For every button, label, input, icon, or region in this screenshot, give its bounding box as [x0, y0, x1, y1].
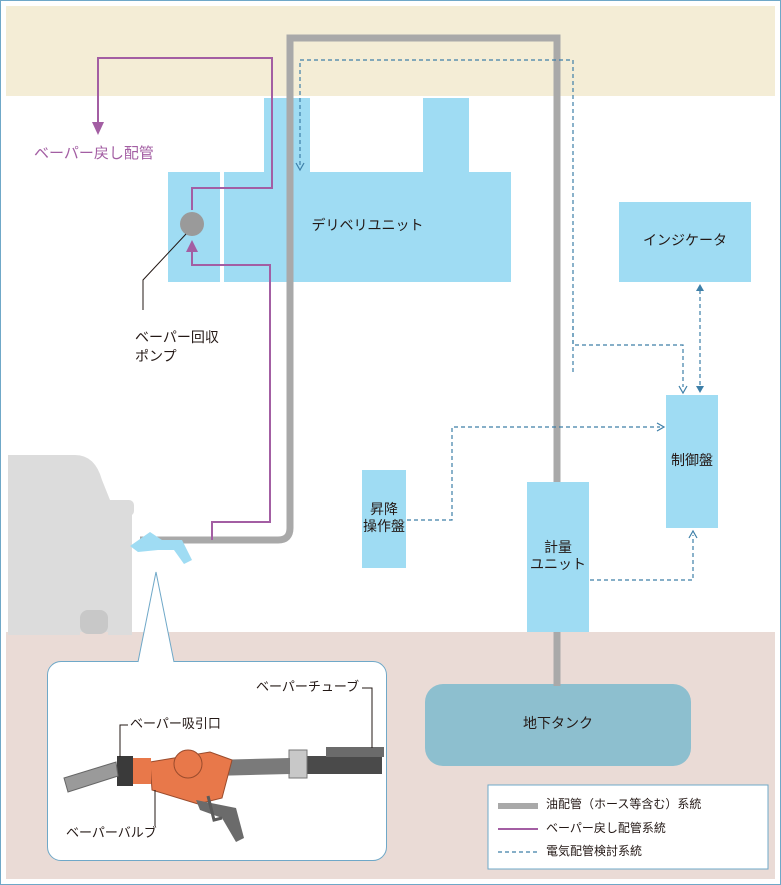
arrow-indicator-down-icon: [696, 386, 704, 393]
vapor-inlet-leader: [119, 724, 128, 757]
delivery-unit-post-right: [423, 98, 469, 174]
legend-electrical-label: 電気配管検討系統: [546, 844, 643, 858]
underground-tank: 地下タンク: [425, 684, 691, 766]
indicator-box: インジケータ: [619, 202, 751, 282]
lift-panel-box: 昇降 操作盤: [362, 470, 406, 568]
arrow-lift-icon: [656, 422, 666, 432]
legend-box: [487, 784, 769, 870]
legend-oil-swatch: [498, 803, 538, 809]
nozzle-detail-illustration: [63, 747, 384, 842]
meter-unit-box: 計量 ユニット: [527, 482, 589, 632]
arrow-delivery-icon: [295, 162, 305, 172]
callout-pointer: [137, 571, 175, 663]
vapor-arrow-down-icon: [92, 122, 104, 135]
electrical-line-to-control: [572, 326, 684, 387]
vapor-inlet-label: ベーパー吸引口: [130, 717, 221, 732]
nozzle-icon: [130, 532, 192, 564]
meter-unit-label-2: ユニット: [530, 557, 586, 573]
vapor-return-upper-line: [97, 57, 273, 210]
vapor-pump-icon: [180, 212, 204, 236]
meter-unit-label-1: 計量: [544, 539, 572, 556]
oil-pipe-hose: [140, 34, 561, 544]
arrow-meter-icon: [688, 529, 698, 539]
delivery-unit-label: デリベリユニット: [311, 218, 424, 235]
electrical-line-lift: [407, 426, 660, 521]
vapor-return-pipe-label: ベーパー戻し配管: [34, 144, 154, 162]
lift-panel-label-1: 昇降: [370, 501, 398, 518]
vapor-pump-label-1: ベーパー回収: [135, 330, 219, 346]
delivery-unit-box: デリベリユニット: [224, 172, 511, 282]
vapor-tube-leader: [362, 687, 373, 748]
arrow-indicator-up-icon: [696, 284, 704, 291]
car-wheel: [80, 610, 108, 634]
vapor-pump-leader: [142, 233, 187, 310]
control-panel-label: 制御盤: [671, 452, 713, 469]
lift-panel-label-2: 操作盤: [363, 519, 405, 535]
car-silhouette: [8, 455, 134, 635]
vapor-tube-label: ベーパーチューブ: [256, 680, 360, 695]
vapor-valve-label: ベーパーバルブ: [66, 826, 157, 841]
vapor-arrow-up-icon: [186, 240, 198, 252]
control-panel-box: 制御盤: [666, 395, 718, 528]
underground-tank-label: 地下タンク: [523, 716, 593, 733]
canopy-band: [6, 6, 775, 96]
legend-oil-label: 油配管（ホース等含む）系統: [546, 797, 702, 811]
electrical-line-meter: [590, 535, 694, 581]
electrical-line-top: [299, 59, 574, 372]
indicator-label: インジケータ: [643, 233, 727, 250]
vapor-return-line: [191, 250, 271, 540]
legend-vapor-label: ベーパー戻し配管系統: [546, 821, 666, 835]
arrow-control-left-icon: [678, 385, 688, 395]
vapor-pump-label-2: ポンプ: [135, 349, 177, 365]
